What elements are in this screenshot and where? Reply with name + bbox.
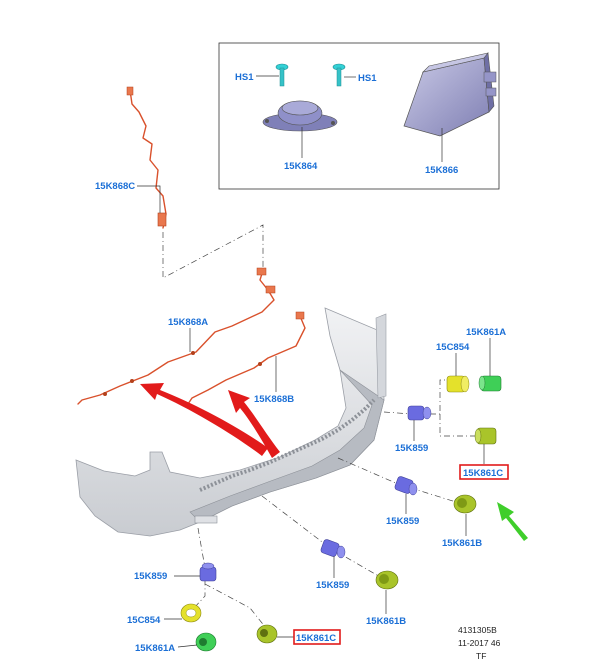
label-hs1-left: HS1 xyxy=(235,72,254,83)
leader-left-sensor xyxy=(193,527,267,629)
label-15k859-mid: 15K859 xyxy=(386,516,419,527)
label-15k861a-top: 15K861A xyxy=(466,327,506,338)
label-15k868c: 15K868C xyxy=(95,181,135,192)
arrow-green xyxy=(497,502,528,541)
sensor-15k859-left xyxy=(199,562,217,582)
label-leaders xyxy=(137,75,491,648)
arrow-red-left xyxy=(140,383,268,456)
label-15k861c-bottom: 15K861C xyxy=(296,633,336,644)
bezel-15k861a-bottom xyxy=(195,632,217,652)
highlight-15k861c-right xyxy=(459,464,509,480)
harness-link-dashed xyxy=(162,224,264,279)
harness-15k868c xyxy=(129,89,167,229)
harness-15k868c-connector xyxy=(157,212,167,227)
harness-15k868a xyxy=(77,269,275,405)
label-15k868a: 15K868A xyxy=(168,317,208,328)
bezel-15k861c-bottom xyxy=(256,624,278,644)
leader-right-sensor xyxy=(383,411,413,415)
label-15k864: 15K864 xyxy=(284,161,318,172)
leader-center-sensor xyxy=(261,495,383,579)
label-15k861b-bottom: 15K861B xyxy=(366,616,406,627)
label-15k859-right: 15K859 xyxy=(395,443,428,454)
label-15k868b: 15K868B xyxy=(254,394,294,405)
label-15c854-top: 15C854 xyxy=(436,342,470,353)
sensor-15k859-center xyxy=(320,539,346,559)
label-15k866: 15K866 xyxy=(425,165,458,176)
meta-code: TF xyxy=(476,651,486,661)
label-15k859-center: 15K859 xyxy=(316,580,349,591)
meta-ref: 4131305B xyxy=(458,625,497,635)
rear-bumper xyxy=(75,307,387,537)
bezel-15k861a-top xyxy=(478,375,502,392)
bezel-15k861c-right xyxy=(474,427,497,445)
label-15k859-left: 15K859 xyxy=(134,571,167,582)
sensor-15k859-mid xyxy=(394,476,418,496)
sounder-15k864 xyxy=(262,100,338,132)
label-15k861c-right: 15K861C xyxy=(463,468,503,479)
harness-15k868b-connectors xyxy=(258,311,305,366)
screw-hs1-right xyxy=(332,63,346,87)
bezel-15k861b-bottom xyxy=(375,570,399,590)
harness-15k868b xyxy=(187,315,306,405)
meta-date: 11-2017 46 xyxy=(458,638,501,648)
highlight-15k861c-bottom xyxy=(293,629,341,645)
inset-frame xyxy=(218,42,500,190)
bracket-15c854-top xyxy=(446,375,470,393)
label-15k861a-bottom: 15K861A xyxy=(135,643,175,654)
label-hs1-right: HS1 xyxy=(358,73,377,84)
label-15k861b-right: 15K861B xyxy=(442,538,482,549)
leader-right-branch xyxy=(430,379,476,437)
sensor-15k859-right xyxy=(407,405,432,421)
harness-15k868c-end xyxy=(126,86,134,96)
arrow-red-right xyxy=(228,390,280,458)
control-module-15k866 xyxy=(403,52,497,137)
bracket-15c854-bottom xyxy=(180,603,202,623)
bezel-15k861b-right xyxy=(453,494,477,514)
harness-15k868a-connectors xyxy=(103,267,276,396)
label-15c854-bottom: 15C854 xyxy=(127,615,161,626)
screw-hs1-left xyxy=(275,63,289,87)
